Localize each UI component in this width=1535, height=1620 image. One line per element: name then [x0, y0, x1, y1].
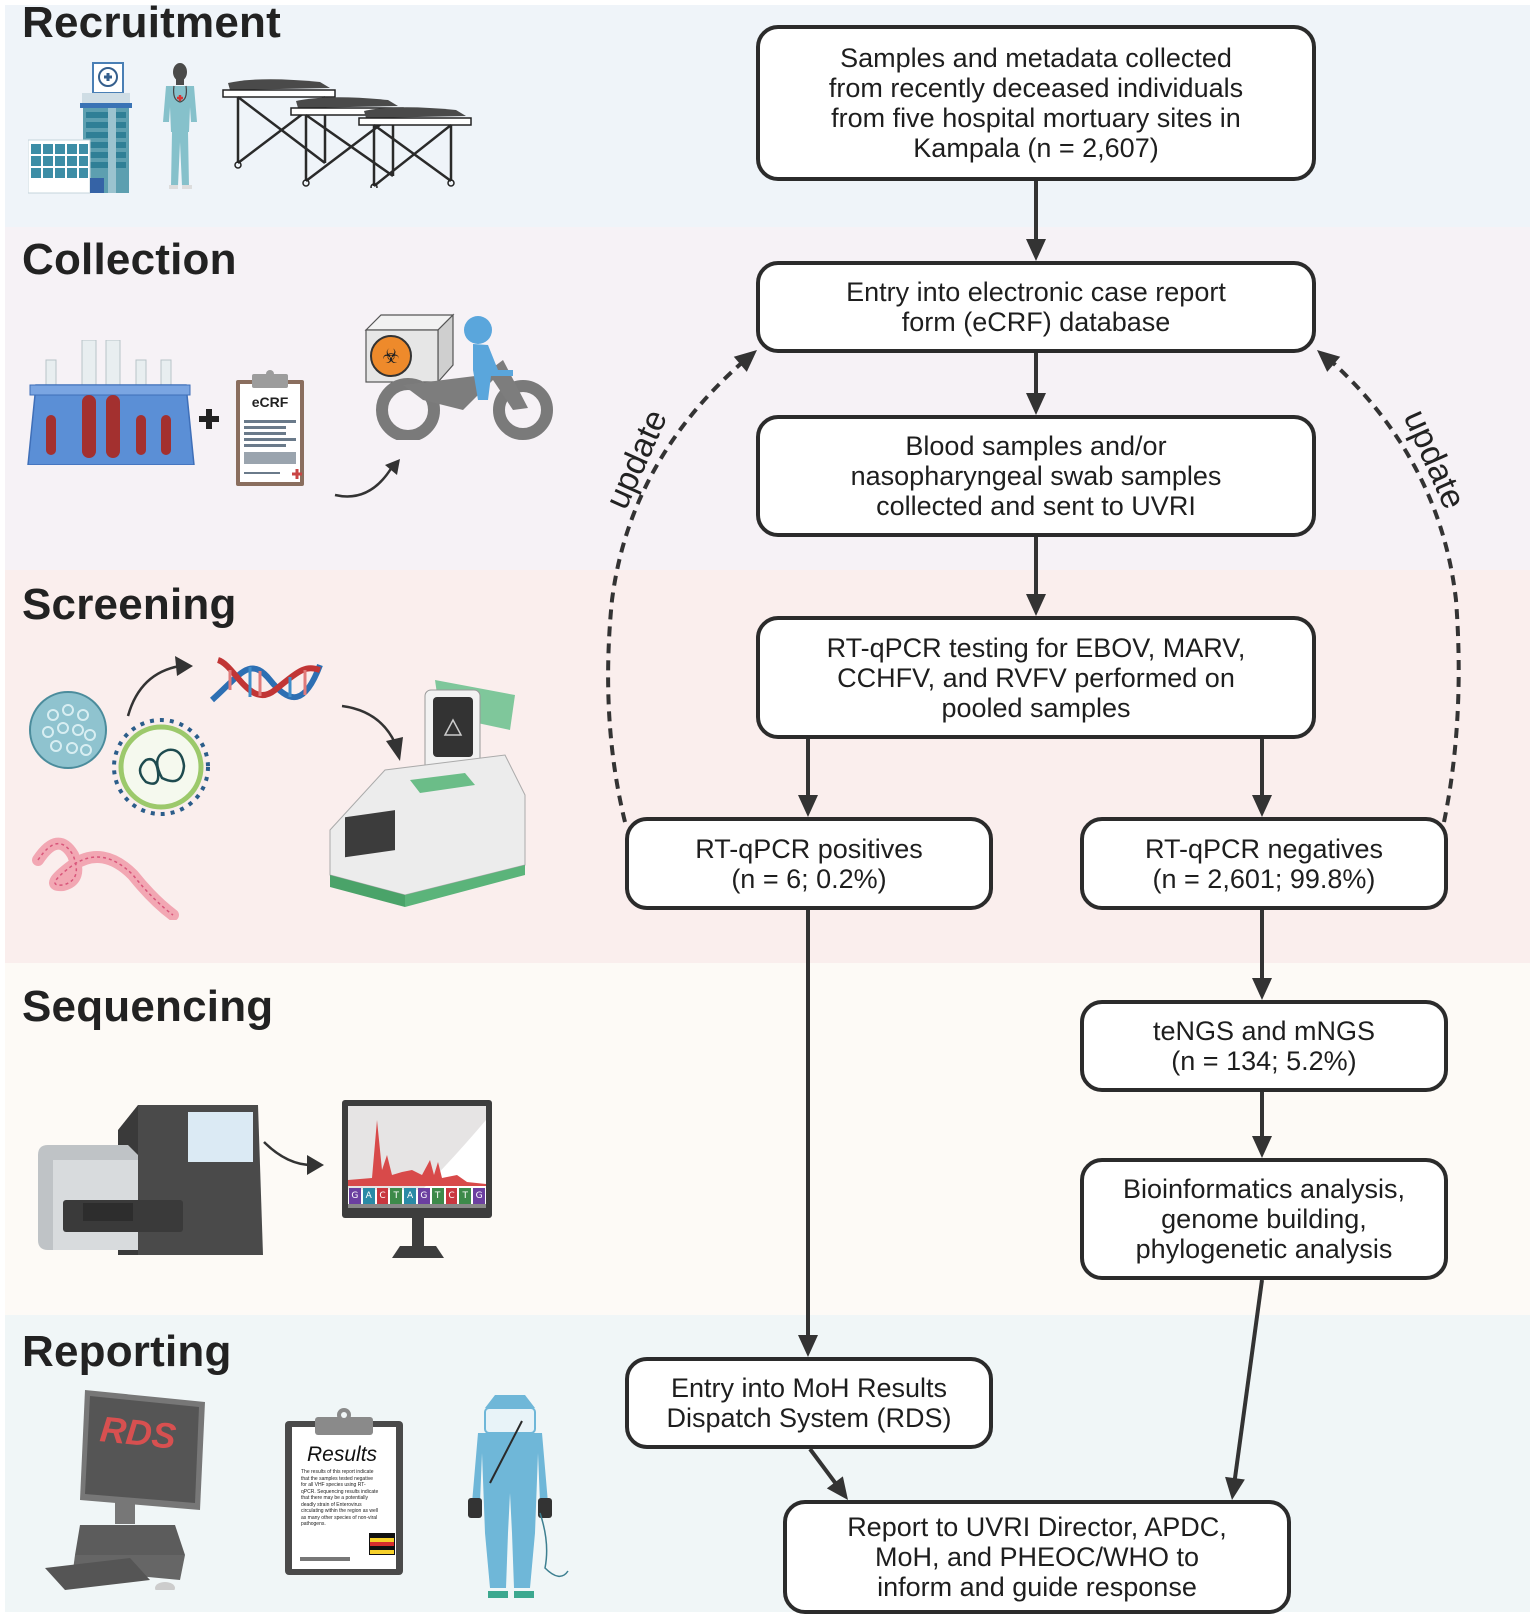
arrow-positives-to-rds-head: [798, 1335, 818, 1357]
stage-title-recruitment: Recruitment: [22, 0, 281, 47]
sequence-base-tag: G: [417, 1188, 430, 1204]
arrow-ngs-to-bioinformatics-head: [1252, 1136, 1272, 1158]
box-report: Report to UVRI Director, APDC, MoH, and …: [783, 1500, 1291, 1614]
test-tube-rack-icon: [27, 340, 195, 465]
results-clipboard-icon: Results The results of this report indic…: [285, 1405, 405, 1575]
dashed-update-left-head: [733, 350, 757, 372]
mortuary-tables-icon: [222, 79, 472, 188]
arrow-bioinformatics-to-report: [1232, 1279, 1264, 1483]
arrow-testing-to-negatives-head: [1252, 795, 1272, 817]
dashed-update-right: [1328, 358, 1461, 823]
sequence-base-tag: A: [362, 1188, 375, 1204]
health-worker-icon: [163, 63, 197, 189]
arrow-negatives-to-ngs-head: [1252, 978, 1272, 1000]
hospital-icon: [28, 62, 132, 194]
sequence-base-tag: A: [404, 1188, 416, 1204]
ppe-suit-icon: [468, 1395, 569, 1598]
box-samples-collected: Samples and metadata collected from rece…: [756, 25, 1316, 181]
rds-computer-icon: RDS: [45, 1390, 205, 1590]
ecrf-clipboard-icon: eCRF: [234, 368, 306, 488]
box-rtqpcr-testing: RT-qPCR testing for EBOV, MARV, CCHFV, a…: [756, 616, 1316, 739]
sequence-base-tag: G: [349, 1188, 361, 1204]
curved-arrow-icon: [126, 656, 193, 717]
stage-title-sequencing: Sequencing: [22, 982, 274, 1031]
sequence-base-tag: T: [431, 1188, 444, 1204]
box-positives: RT-qPCR positives (n = 6; 0.2%): [625, 817, 993, 910]
box-ecrf-entry: Entry into electronic case report form (…: [756, 261, 1316, 353]
stage-title-collection: Collection: [22, 235, 237, 284]
box-ngs: teNGS and mNGS (n = 134; 5.2%): [1080, 1000, 1448, 1092]
plus-icon: [199, 409, 219, 429]
sequence-base-tag: C: [376, 1188, 389, 1204]
arrow-samples-to-ecrf-head: [1026, 239, 1046, 261]
ecrf-label: eCRF: [251, 394, 289, 410]
viruses-icon: [29, 691, 210, 920]
dashed-update-left: [606, 358, 747, 823]
courier-motorcycle-icon: ☣: [364, 313, 553, 440]
arrow-rds-to-report: [808, 1447, 839, 1487]
box-rds-entry: Entry into MoH Results Dispatch System (…: [625, 1357, 993, 1449]
arrow-ecrf-to-samples-sent-head: [1026, 393, 1046, 415]
box-bioinformatics: Bioinformatics analysis, genome building…: [1080, 1158, 1448, 1280]
box-negatives: RT-qPCR negatives (n = 2,601; 99.8%): [1080, 817, 1448, 910]
results-body: The results of this report indicate that…: [301, 1469, 379, 1527]
sequence-base-tag: G: [473, 1188, 485, 1204]
arrow-rds-to-report-head: [826, 1476, 848, 1500]
results-title: Results: [307, 1443, 378, 1466]
stage-title-screening: Screening: [22, 580, 237, 629]
pcr-machine-icon: [329, 680, 526, 907]
arrow-testing-to-positives-head: [798, 795, 818, 817]
sequence-base-tag: T: [459, 1188, 472, 1204]
stage-title-reporting: Reporting: [22, 1327, 232, 1376]
dashed-update-right-head: [1317, 350, 1341, 372]
sequence-base-tag: T: [390, 1188, 403, 1204]
arrow-samples-sent-to-testing-head: [1026, 594, 1046, 616]
curved-arrow-icon: [341, 704, 403, 761]
arrow-bioinformatics-to-report-head: [1225, 1476, 1245, 1500]
dna-helix-icon: [210, 657, 323, 703]
svg-text:☣: ☣: [382, 344, 400, 368]
curved-arrow-icon: [263, 1141, 324, 1175]
curved-arrow-icon: [334, 459, 400, 498]
sequence-base-tag: C: [445, 1188, 458, 1204]
box-samples-sent: Blood samples and/or nasopharyngeal swab…: [756, 415, 1316, 537]
sequencer-machine-icon: [38, 1105, 263, 1255]
